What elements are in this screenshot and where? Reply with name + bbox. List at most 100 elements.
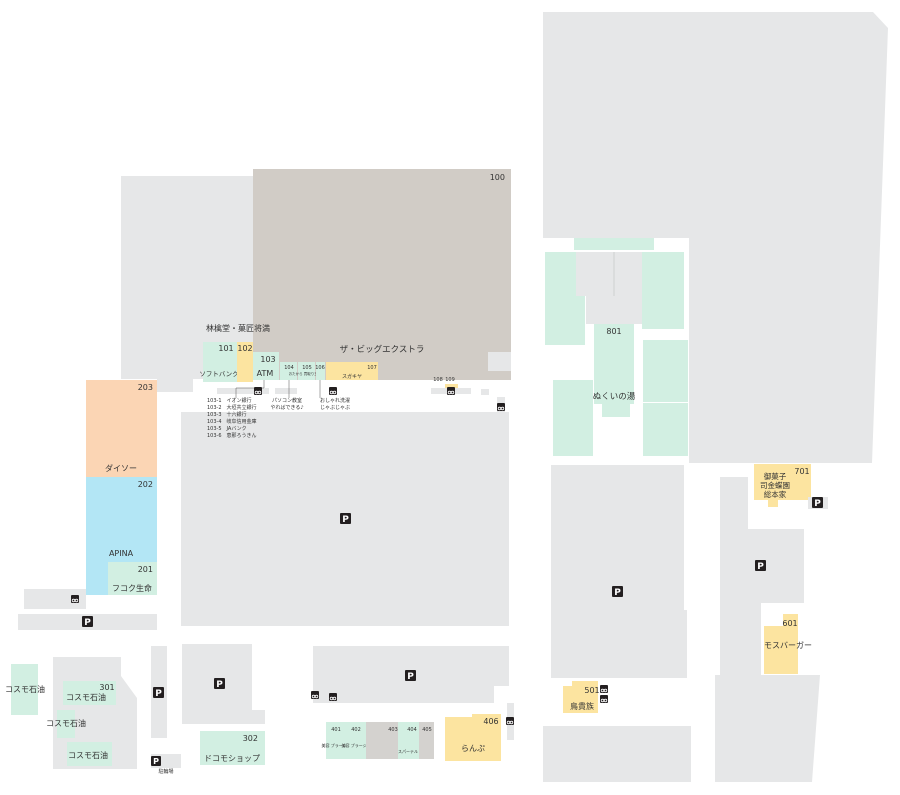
strip-bike-area bbox=[24, 589, 86, 609]
store-name: らんぷ bbox=[461, 744, 485, 753]
store-105[interactable]: 105 おたから 買取り王国 bbox=[289, 362, 322, 380]
store-name: ぬくいの湯 bbox=[593, 391, 636, 402]
store-number: 203 bbox=[138, 383, 153, 392]
store-203[interactable]: 203 ダイソー bbox=[86, 380, 157, 477]
parking-icon: P bbox=[340, 513, 351, 525]
store-100[interactable]: 100 ザ・ビッグエクストラ bbox=[253, 169, 511, 380]
parking-icon: P bbox=[82, 616, 93, 628]
building-east-mid-3 bbox=[720, 600, 761, 677]
store-number: 801 bbox=[606, 327, 621, 336]
store-106[interactable]: 106 bbox=[315, 362, 325, 380]
store-number: 501 bbox=[584, 686, 599, 695]
note-laundry-line2: じゃぶじゃぶ bbox=[320, 405, 350, 411]
store-number: 406 bbox=[483, 717, 498, 726]
note-laundry-line1: おしゃれ洗濯 bbox=[320, 397, 350, 404]
store-name: ソフトバンク bbox=[199, 370, 238, 378]
store-number: 105 bbox=[302, 365, 312, 371]
store-number: 202 bbox=[138, 480, 153, 489]
p-glyph: P bbox=[216, 680, 223, 690]
cosmo-block-2 bbox=[67, 742, 112, 766]
store-name: 鳥貴族 bbox=[570, 701, 594, 711]
building-center-right-lower bbox=[551, 610, 687, 678]
parking-icon: P bbox=[755, 560, 766, 572]
parking-icon: P bbox=[612, 586, 623, 598]
p-glyph: P bbox=[84, 618, 91, 628]
store-name: APINA bbox=[109, 549, 134, 558]
bicycle-glyphs bbox=[71, 390, 608, 725]
building-south-east-2 bbox=[715, 675, 820, 782]
store-number: 101 bbox=[218, 344, 233, 353]
store-101[interactable]: 101 ソフトバンク bbox=[199, 342, 239, 382]
store-108-number: 108 bbox=[433, 377, 443, 383]
cosmo-block bbox=[57, 710, 75, 738]
store-name: スパーテル bbox=[398, 748, 418, 754]
store-401[interactable]: 401 美容 プラージュ bbox=[322, 722, 351, 759]
p-glyph: P bbox=[814, 499, 821, 509]
store-name-line1: 御菓子 bbox=[764, 471, 787, 481]
store-404[interactable]: 404 スパーテル bbox=[398, 722, 419, 759]
store-number: 405 bbox=[422, 727, 432, 733]
store-number: 107 bbox=[367, 365, 377, 371]
parking-icon: P bbox=[812, 497, 823, 509]
store-403[interactable]: 403 bbox=[366, 722, 398, 759]
store-number: 104 bbox=[284, 365, 294, 371]
walkway-strip bbox=[217, 388, 269, 394]
building-south-east bbox=[543, 726, 691, 782]
store-number: 701 bbox=[794, 467, 809, 476]
note-pc-line1: パソコン教室 bbox=[272, 397, 302, 404]
store-102-name: 林檎堂・菓匠将満 bbox=[206, 323, 270, 333]
store-name: モスバーガー bbox=[764, 640, 812, 650]
parking-icon: P bbox=[151, 756, 161, 766]
store-number: 201 bbox=[138, 565, 153, 574]
store-number: 100 bbox=[490, 173, 505, 182]
store-name-line2: 司金蝶園 bbox=[760, 480, 790, 490]
store-name: フコク生命 bbox=[112, 583, 152, 593]
p-glyph: P bbox=[757, 562, 764, 572]
bicycle-icon bbox=[71, 387, 608, 725]
store-801[interactable]: 801 ぬくいの湯 bbox=[545, 238, 688, 456]
store-104[interactable]: 104 bbox=[280, 362, 297, 380]
p-glyph: P bbox=[155, 689, 162, 699]
store-number: 302 bbox=[243, 734, 258, 743]
store-name: おたから 買取り王国 bbox=[289, 371, 322, 376]
atm-item: 103-4 岐阜信用金庫 bbox=[207, 418, 257, 425]
store-name: 美容 プラージュ bbox=[342, 742, 371, 748]
bike-parking-label: 駐輪場 bbox=[158, 768, 173, 775]
building-center-right bbox=[551, 465, 684, 610]
atm-item: 103-3 十六銀行 bbox=[207, 411, 247, 418]
store-name: スガキヤ bbox=[342, 373, 362, 380]
store-name: 美容 プラージュ bbox=[322, 742, 351, 748]
store-302[interactable]: 302 ドコモショップ bbox=[200, 731, 265, 765]
small-block-100-east bbox=[488, 352, 511, 371]
store-number: 102 bbox=[237, 344, 252, 353]
note-pc-line2: やればできる♪ bbox=[270, 404, 303, 411]
cosmo-label-3: コスモ石油 bbox=[68, 750, 108, 760]
small-block-west bbox=[157, 362, 193, 392]
store-406[interactable]: 406 らんぷ bbox=[445, 714, 501, 761]
store-402[interactable]: 402 美容 プラージュ bbox=[342, 722, 371, 759]
store-201[interactable]: 201 フコク生命 bbox=[108, 562, 157, 595]
parking-icon: P bbox=[153, 687, 164, 699]
store-name: ザ・ビッグエクストラ bbox=[340, 344, 425, 355]
store-701[interactable]: 701 御菓子 司金蝶園 総本家 bbox=[754, 464, 811, 507]
store-number: 106 bbox=[315, 365, 325, 371]
store-name: コスモ石油 bbox=[66, 692, 106, 702]
store-number: 301 bbox=[99, 683, 114, 692]
store-number: 402 bbox=[351, 727, 361, 733]
building-east bbox=[543, 12, 888, 463]
cosmo-block-west bbox=[11, 664, 38, 715]
p-glyph: P bbox=[342, 515, 349, 525]
store-number: 404 bbox=[407, 727, 417, 733]
store-501[interactable]: 501 鳥貴族 bbox=[563, 681, 600, 713]
store-number: 103 bbox=[260, 355, 275, 364]
store-301[interactable]: 301 コスモ石油 bbox=[63, 681, 116, 705]
store-405[interactable]: 405 bbox=[419, 722, 434, 759]
store-107[interactable]: 107 スガキヤ bbox=[326, 362, 378, 380]
store-name: ATM bbox=[257, 369, 274, 378]
atm-item: 103-6 恵那ろうきん bbox=[207, 432, 257, 439]
store-102[interactable]: 102 bbox=[237, 342, 253, 382]
store-103[interactable]: 103 ATM bbox=[253, 352, 279, 380]
store-601[interactable]: 601 モスバーガー bbox=[764, 614, 812, 674]
p-glyph: P bbox=[614, 588, 621, 598]
